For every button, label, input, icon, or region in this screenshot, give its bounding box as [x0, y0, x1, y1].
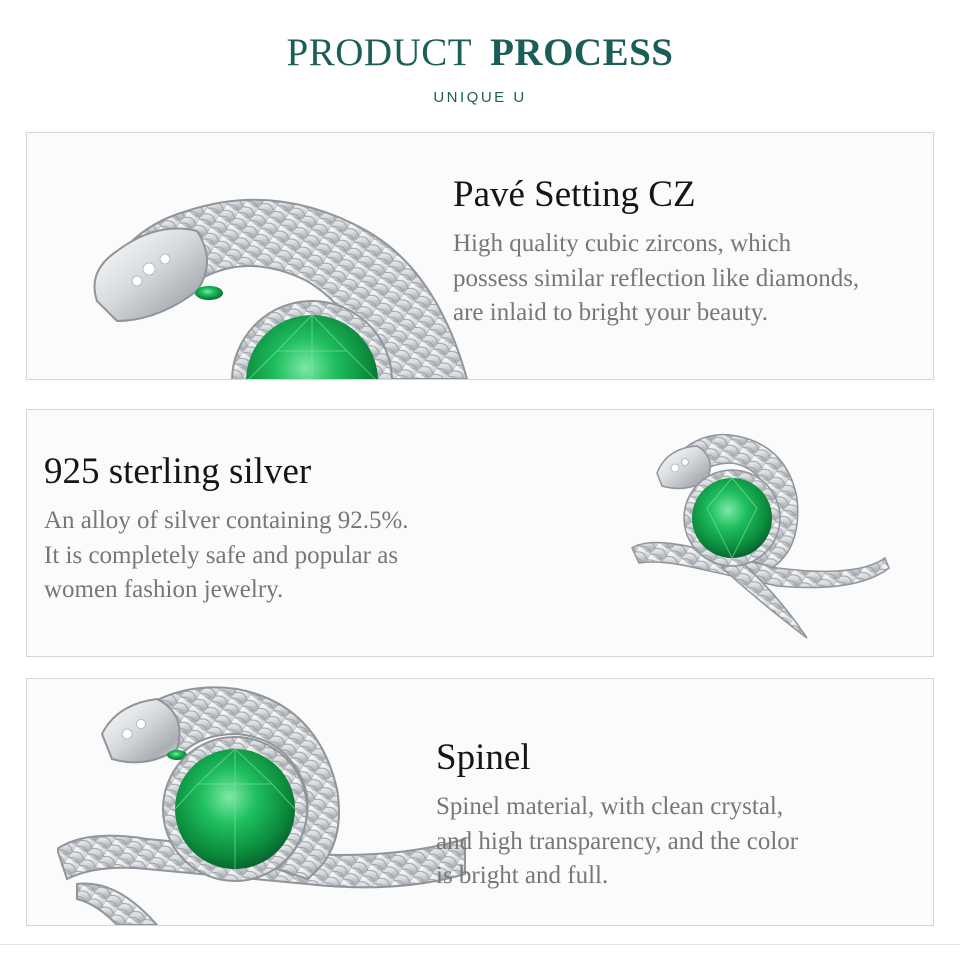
page-title-light: PRODUCT [286, 31, 473, 74]
feature-description-line: An alloy of silver containing 92.5%. [44, 507, 409, 534]
feature-panel-spinel: Spinel Spinel material, with clean cryst… [26, 678, 934, 926]
feature-title: Spinel [436, 737, 531, 778]
ring-full-image [631, 433, 890, 639]
feature-description: Spinel material, with clean crystal, and… [436, 790, 798, 894]
feature-description-line: and high transparency, and the color [436, 827, 799, 855]
feature-panel-pave: Pavé Setting CZ High quality cubic zirco… [26, 132, 934, 380]
page-title-bold: PROCESS [490, 31, 674, 74]
feature-description-line: are inlaid to bright your beauty. [453, 299, 768, 326]
page-title: PRODUCT PROCESS [0, 30, 960, 75]
feature-description-line: possess similar reflection like diamonds… [453, 264, 860, 292]
feature-title: 925 sterling silver [44, 451, 312, 492]
feature-description-line: It is completely safe and popular as [44, 541, 399, 569]
ring-angle-image [57, 686, 466, 925]
feature-description: An alloy of silver containing 92.5%. It … [44, 504, 409, 608]
feature-title: Pavé Setting CZ [453, 174, 696, 215]
feature-description-line: women fashion jewelry. [44, 576, 284, 603]
brand-subtitle: UNIQUE U [433, 89, 527, 106]
ring-closeup-image [93, 198, 469, 379]
feature-description-line: is bright and full. [436, 862, 609, 889]
feature-description-line: Spinel material, with clean crystal, [436, 793, 784, 820]
divider [0, 944, 960, 945]
feature-panel-silver: 925 sterling silver An alloy of silver c… [26, 409, 934, 657]
feature-description: High quality cubic zircons, which posses… [453, 227, 859, 331]
feature-description-line: High quality cubic zircons, which [453, 230, 792, 257]
